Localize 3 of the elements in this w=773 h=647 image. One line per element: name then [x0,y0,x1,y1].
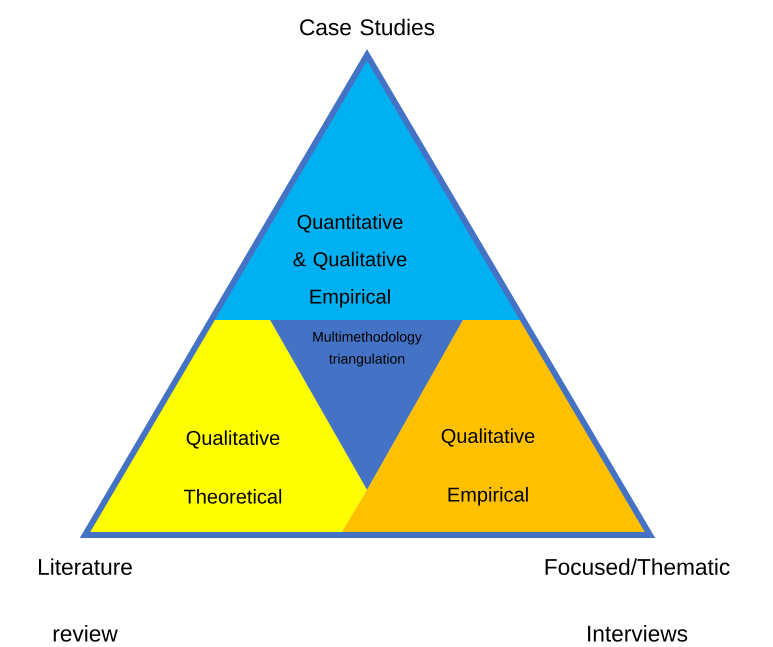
corner-label: Focused/Thematic Interviews [546,558,730,642]
region-triangle: Quantitative & Qualitative Empirical [211,55,523,320]
corner-label: Literature review [38,558,132,642]
